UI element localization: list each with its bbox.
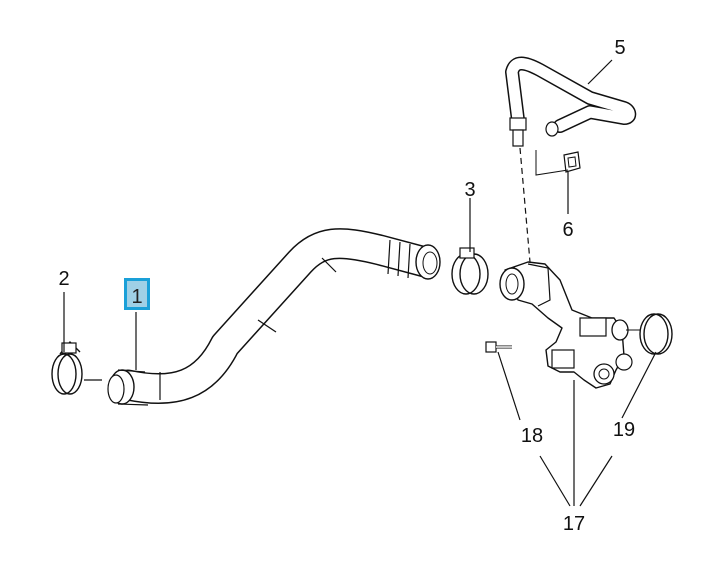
callout-part-19[interactable]: 19 (612, 419, 636, 441)
callout-part-1[interactable]: 1 (124, 278, 150, 310)
thermostat-housing-part-17[interactable] (499, 261, 633, 389)
hose-clamp-part-3[interactable] (451, 247, 489, 295)
callout-part-2[interactable]: 2 (58, 268, 70, 290)
callout-part-3[interactable]: 3 (464, 179, 476, 201)
vent-hose-part-5[interactable] (505, 56, 637, 147)
callout-part-17[interactable]: 17 (562, 513, 586, 535)
callout-part-6[interactable]: 6 (562, 219, 574, 241)
callout-part-18[interactable]: 18 (520, 425, 544, 447)
seal-ring-part-19[interactable] (626, 313, 673, 355)
callout-part-5[interactable]: 5 (614, 37, 626, 59)
bolt-part-18[interactable] (485, 341, 512, 353)
leader-lines (63, 59, 657, 507)
coolant-hose-part-1[interactable] (107, 228, 441, 406)
clip-part-6[interactable] (563, 151, 581, 173)
hose-clamp-part-2[interactable] (51, 340, 83, 395)
